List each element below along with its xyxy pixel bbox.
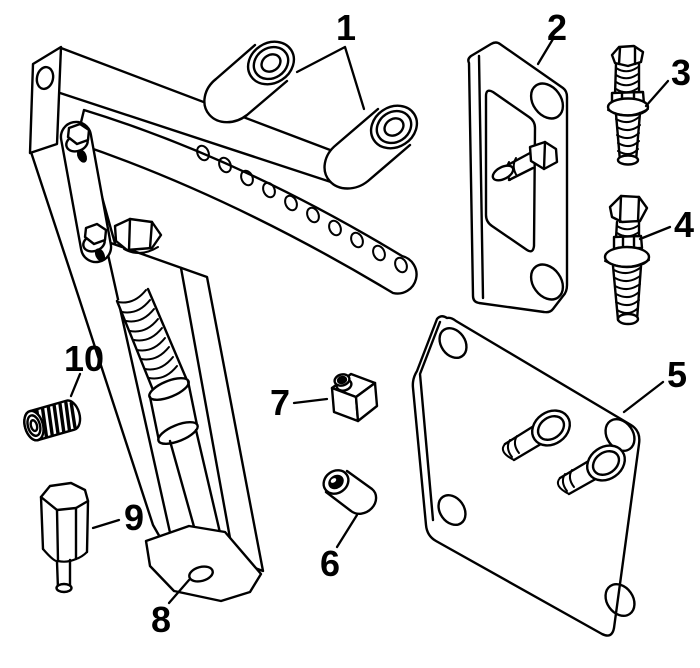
part-7-block — [330, 372, 379, 423]
bracket-edge-thickness — [477, 54, 485, 300]
bolt-tip — [616, 154, 640, 166]
callout-3-leader — [644, 79, 670, 108]
callout-6-leader — [335, 513, 359, 549]
bolt-head — [608, 194, 649, 224]
top-left-plate — [28, 45, 63, 155]
bracket-hole-top — [529, 82, 565, 120]
bracket-recess — [484, 89, 537, 253]
callout-8-label: 8 — [151, 599, 171, 640]
callout-4-leader — [638, 225, 672, 241]
standoff-top-face — [39, 481, 90, 512]
bushing-upper — [203, 40, 296, 124]
callout-7-label: 7 — [270, 382, 290, 423]
callout-leaders — [69, 37, 672, 605]
callout-9-label: 9 — [124, 497, 144, 538]
link-bolt-top — [66, 122, 91, 146]
front-arm-edge-line — [179, 266, 234, 551]
callout-2-leader — [536, 37, 555, 66]
rear-arm-outer-edge — [29, 150, 163, 541]
part-4-bolt — [603, 194, 651, 326]
callout-1-label: 1 — [336, 7, 356, 48]
standoff-stem-tip — [55, 582, 73, 594]
callout-6-label: 6 — [320, 543, 340, 584]
callout-4-label: 4 — [674, 204, 694, 245]
rod-cap-bottom — [157, 420, 199, 446]
plate-hole-2 — [604, 418, 636, 452]
part-3-bolt — [606, 44, 650, 166]
callout-2-label: 2 — [547, 7, 567, 48]
callout-labels: 1 2 3 4 5 6 7 8 9 10 — [64, 7, 694, 640]
part-10-threaded-plug — [23, 399, 82, 442]
part-6-sleeve — [322, 469, 378, 515]
bracket-foot — [144, 524, 263, 603]
plate-edge-thickness — [418, 320, 442, 522]
bracket-outline — [467, 41, 569, 314]
plate-hole-3 — [437, 493, 467, 527]
block-right-face — [354, 381, 379, 423]
bolt-tip — [616, 312, 640, 326]
callout-9-leader — [91, 518, 121, 530]
part-9-standoff — [39, 481, 90, 594]
diagram-linework — [23, 37, 672, 637]
slotted-arm — [74, 108, 418, 295]
part-8-main-bracket-assembly — [28, 45, 418, 603]
slotted-arm-holes — [196, 144, 408, 274]
callout-5-label: 5 — [667, 354, 687, 395]
plate-stud-2 — [556, 444, 626, 496]
callout-7-leader — [292, 397, 329, 405]
plate-outline — [411, 315, 641, 637]
bracket-hex-bolt — [113, 217, 163, 254]
adjuster-rod — [115, 287, 223, 543]
plate-stud-1 — [501, 409, 571, 462]
bolt-head — [610, 44, 645, 68]
callout-10-leader — [69, 372, 82, 398]
bushing-lower — [323, 104, 419, 190]
part-2-side-bracket — [467, 41, 569, 314]
bracket-hole-bottom — [529, 263, 565, 301]
part-5-mount-plate — [411, 315, 641, 637]
link-bolt-bottom — [83, 222, 108, 246]
plate-hole-4 — [604, 583, 636, 617]
foot-hole — [188, 565, 214, 583]
part-1-bushings — [203, 40, 419, 190]
pivot-link — [59, 120, 113, 264]
plate-hole-1 — [438, 326, 468, 360]
callout-3-label: 3 — [671, 52, 691, 93]
callout-8-leader — [167, 578, 191, 605]
callout-1-leader — [295, 45, 366, 111]
plate-hole — [35, 65, 55, 91]
callout-10-label: 10 — [64, 338, 104, 379]
callout-5-leader — [622, 380, 665, 414]
bracket-through-bolt — [491, 140, 559, 182]
